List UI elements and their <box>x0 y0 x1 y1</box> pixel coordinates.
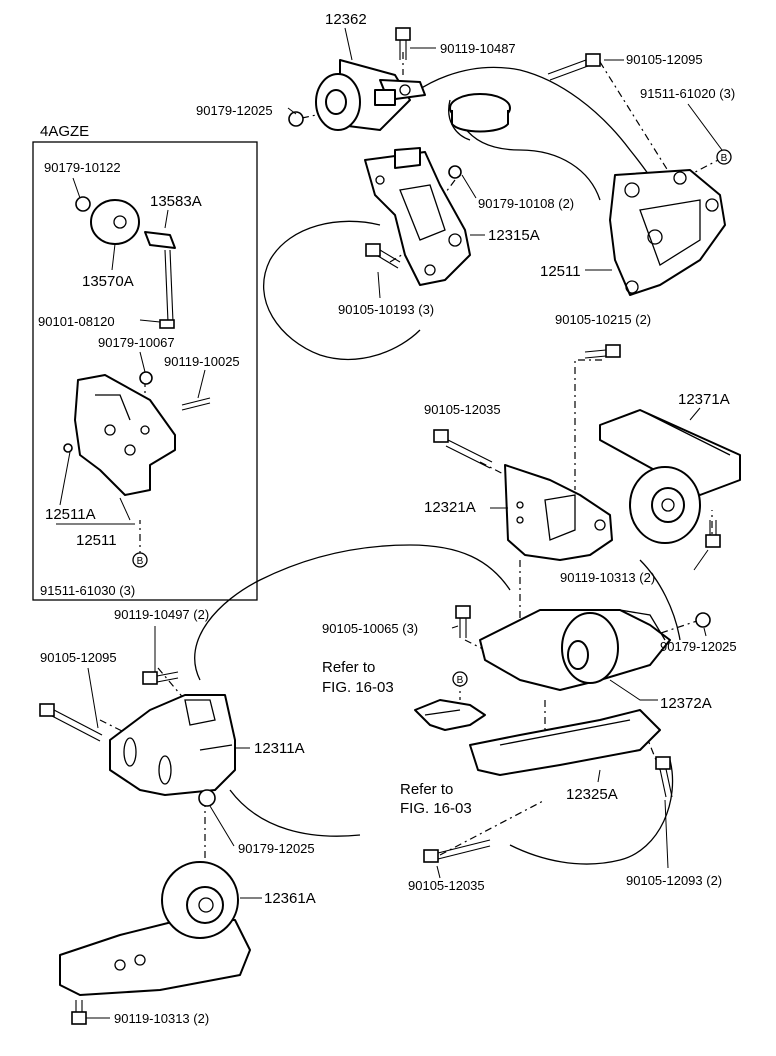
label-90105-12035-bottom: 90105-12035 <box>408 878 485 893</box>
label-90179-10067: 90179-10067 <box>98 335 175 350</box>
label-90105-10193: 90105-10193 (3) <box>338 302 434 317</box>
nut-icon <box>63 443 73 453</box>
bolt-icon <box>365 243 401 269</box>
label-91511-61030: 91511-61030 (3) <box>40 583 135 598</box>
label-90119-10025: 90119-10025 <box>164 354 240 369</box>
inset-title: 4AGZE <box>40 123 89 140</box>
engine-outline <box>263 66 661 360</box>
nut-icon <box>75 196 91 212</box>
label-12315A: 12315A <box>488 227 540 244</box>
inset-4agze: 4AGZE <box>32 123 258 601</box>
mount-12362 <box>315 59 426 131</box>
label-12372A: 12372A <box>660 695 712 712</box>
bolt-icon <box>705 520 721 548</box>
fasteners <box>39 27 721 1025</box>
bolt-icon <box>584 344 621 359</box>
nut-icon <box>288 111 304 127</box>
b-markers: B B B <box>132 149 732 687</box>
bolt-icon <box>547 53 601 81</box>
label-90179-12025-top: 90179-12025 <box>196 103 273 118</box>
bolt-icon <box>39 703 103 742</box>
label-refer-to-2: Refer to <box>400 781 453 798</box>
label-13570A: 13570A <box>82 273 134 290</box>
label-refer-to-1: Refer to <box>322 659 375 676</box>
label-90105-12093: 90105-12093 (2) <box>626 873 722 888</box>
leader-lines <box>56 27 723 1019</box>
svg-text:B: B <box>457 675 464 686</box>
label-fig-16-03-2: FIG. 16-03 <box>400 800 472 817</box>
label-90101-08120: 90101-08120 <box>38 314 115 329</box>
label-12321A: 12321A <box>424 499 476 516</box>
svg-text:B: B <box>721 153 728 164</box>
bolt-icon <box>423 839 491 863</box>
bolt-icon <box>142 671 179 685</box>
label-13583A: 13583A <box>150 193 202 210</box>
label-12511A: 12511A <box>45 506 96 523</box>
bracket-12321A <box>504 464 613 561</box>
mount-12371A <box>599 409 741 544</box>
label-91511-61020: 91511-61020 (3) <box>640 86 735 101</box>
bracket-12511 <box>609 169 726 296</box>
label-90179-12025-left: 90179-12025 <box>238 841 315 856</box>
bracket-12315A <box>364 147 471 286</box>
bolt-icon <box>455 605 471 638</box>
label-90179-10122: 90179-10122 <box>44 160 121 175</box>
mount-12361A <box>59 861 251 996</box>
nut-icon <box>198 789 216 807</box>
label-12511-inset: 12511 <box>76 532 117 549</box>
label-90179-12025-right: 90179-12025 <box>660 639 737 654</box>
label-90105-12095-left: 90105-12095 <box>40 650 117 665</box>
bolt-icon <box>655 756 673 798</box>
transmission-outline <box>194 544 681 865</box>
nut-icon <box>448 165 462 179</box>
nut-icon <box>139 371 153 385</box>
part-labels: 12362 90119-10487 90105-12095 91511-6102… <box>38 11 737 1026</box>
label-12511: 12511 <box>540 263 581 280</box>
label-90105-10215: 90105-10215 (2) <box>555 312 651 327</box>
mount-12372A <box>479 609 671 691</box>
label-90119-10313-bottom: 90119-10313 (2) <box>114 1011 209 1026</box>
label-90119-10313-right: 90119-10313 (2) <box>560 570 655 585</box>
bolt-icon <box>71 1000 87 1025</box>
clip-b-icon: B <box>132 552 148 568</box>
clip-fig-16-03 <box>414 699 486 731</box>
label-90105-10065: 90105-10065 (3) <box>322 621 418 636</box>
label-90119-10497: 90119-10497 (2) <box>114 607 209 622</box>
label-12325A: 12325A <box>566 786 618 803</box>
member-12325A <box>469 709 661 776</box>
bolt-icon <box>395 27 411 60</box>
bracket-12311A <box>109 694 236 796</box>
label-90105-12095-top: 90105-12095 <box>626 52 703 67</box>
bolt-icon <box>433 429 493 469</box>
label-90179-10108: 90179-10108 (2) <box>478 196 574 211</box>
clip-b-icon: B <box>452 671 468 687</box>
svg-text:B: B <box>137 556 144 567</box>
label-12361A: 12361A <box>264 890 316 907</box>
label-12362: 12362 <box>325 11 367 28</box>
clip-b-icon: B <box>716 149 732 165</box>
nut-icon <box>695 612 711 628</box>
label-12371A: 12371A <box>678 391 730 408</box>
bolt-icon <box>159 319 175 329</box>
label-12311A: 12311A <box>254 740 305 757</box>
label-90105-12035-mid: 90105-12035 <box>424 402 501 417</box>
label-90119-10487: 90119-10487 <box>440 41 516 56</box>
label-fig-16-03-1: FIG. 16-03 <box>322 679 394 696</box>
